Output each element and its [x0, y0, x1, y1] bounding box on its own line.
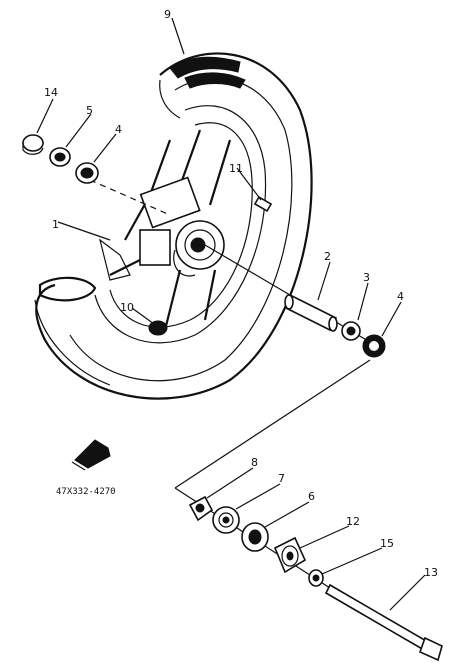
- label-part-11: 11: [229, 162, 243, 175]
- label-part-3: 3: [363, 271, 370, 284]
- label-part-7: 7: [278, 472, 285, 485]
- part-14-cap: [22, 134, 44, 155]
- part-6-bearing: [241, 522, 269, 552]
- rim: [94, 105, 267, 344]
- part-3-seal: [341, 321, 361, 341]
- label-part-4-lower: 4: [397, 290, 404, 303]
- part-2-spacer: [284, 294, 338, 332]
- part-5-seal: [49, 147, 71, 167]
- valve-part-code: 47X332-4270: [56, 487, 116, 497]
- label-part-5: 5: [86, 104, 93, 117]
- label-part-4-upper: 4: [115, 123, 122, 136]
- part-7-gear: [212, 506, 240, 534]
- wheel-hub: [139, 176, 225, 277]
- label-part-15: 15: [380, 537, 394, 550]
- label-part-10: 10: [120, 301, 134, 314]
- label-part-9: 9: [164, 8, 171, 21]
- tire: [35, 52, 313, 400]
- label-part-14: 14: [44, 86, 58, 99]
- label-part-12: 12: [346, 515, 360, 528]
- leader-lines: [36, 17, 426, 611]
- part-4-upper-bearing: [75, 162, 99, 184]
- wheel-assembly: [34, 52, 313, 400]
- part-4-lower-bearing: [362, 334, 386, 358]
- label-part-13: 13: [424, 566, 438, 579]
- part-8-washer: [188, 495, 214, 522]
- label-part-2: 2: [324, 250, 331, 263]
- part-labels: 1 2 3 4 4 5 6 7 8 9 10 11 12 13 14 15 47…: [44, 8, 438, 579]
- label-part-6: 6: [308, 490, 315, 503]
- part-13-axle: [324, 583, 443, 662]
- label-part-1: 1: [52, 218, 59, 231]
- tire-tread: [159, 56, 246, 119]
- part-12-spacer: [273, 536, 307, 574]
- part-15-washer: [308, 569, 324, 587]
- label-part-8: 8: [251, 456, 258, 469]
- valve-stem-icon: [71, 439, 111, 471]
